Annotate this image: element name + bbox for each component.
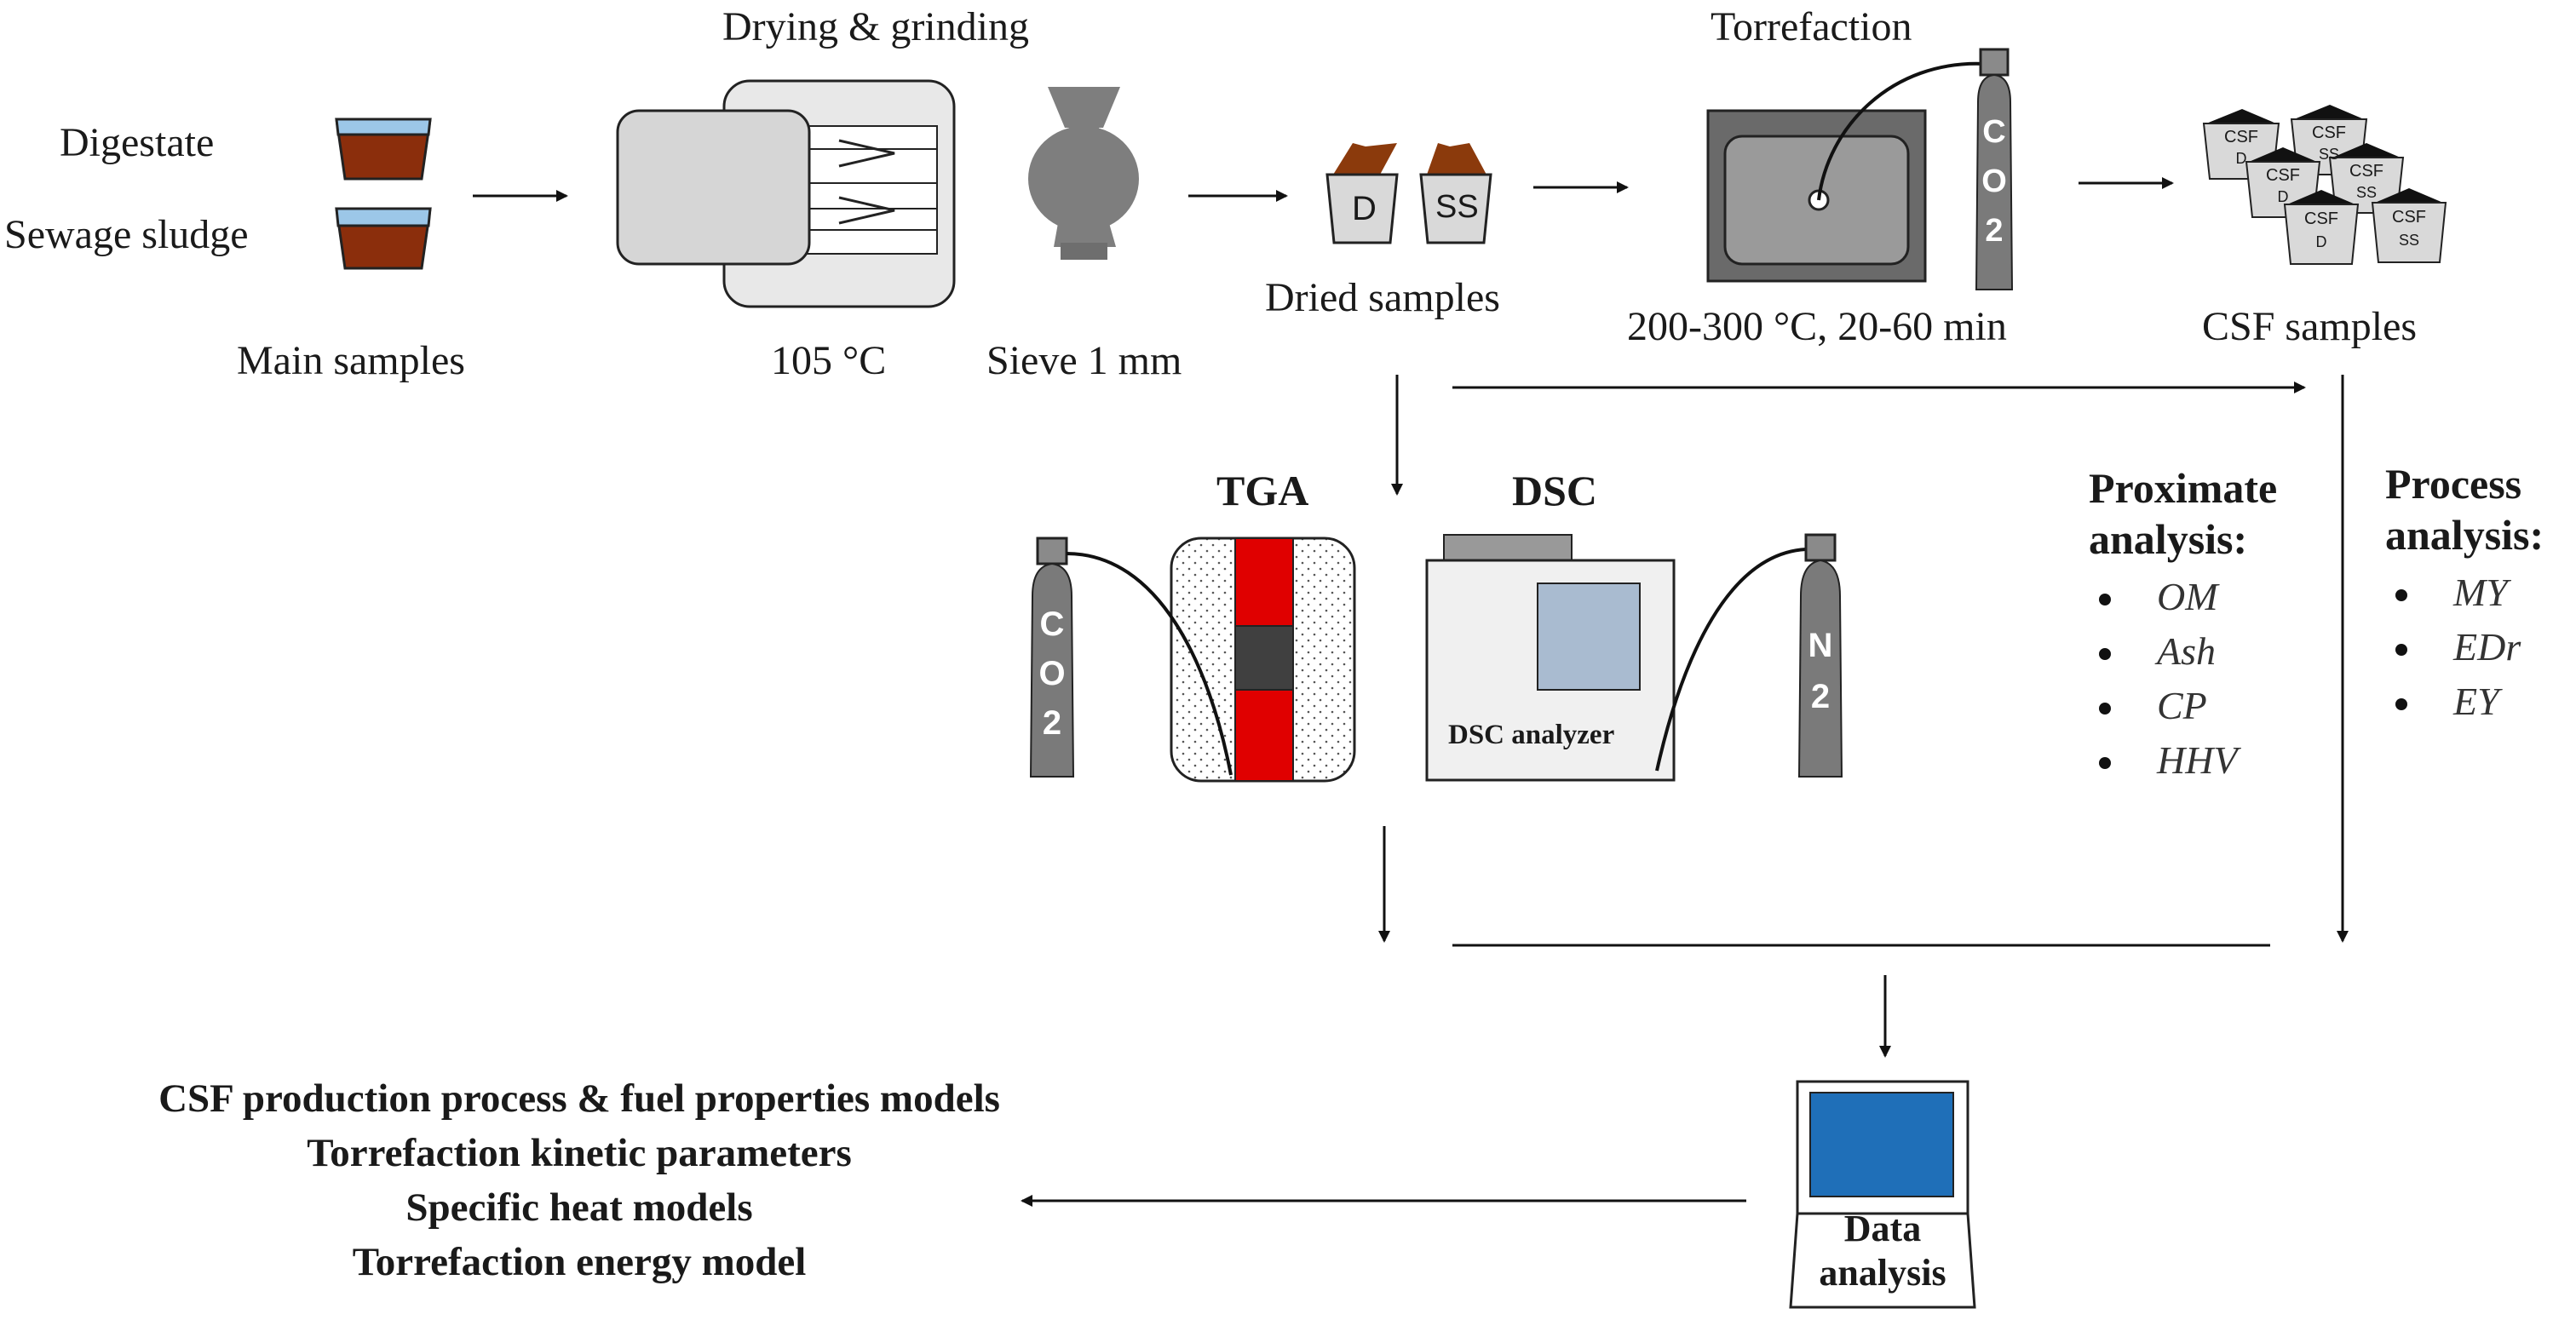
co2-cylinder-torrefaction-icon bbox=[1975, 48, 2014, 290]
tga-gas-2: 2 bbox=[1042, 704, 1062, 742]
csf-box-label: CSF bbox=[2266, 166, 2300, 185]
torrefaction-title: Torrefaction bbox=[1711, 4, 1912, 49]
co2-cylinder-tga-icon bbox=[1029, 537, 1075, 778]
tga-furnace-icon bbox=[1066, 537, 1356, 783]
oven-icon bbox=[616, 79, 956, 308]
grinder-icon bbox=[1028, 87, 1139, 260]
bullet-icon bbox=[2099, 594, 2111, 605]
output-item: Torrefaction energy model bbox=[352, 1240, 807, 1284]
bullet-icon bbox=[2099, 648, 2111, 660]
dried-ss-cup-icon bbox=[1419, 143, 1492, 244]
process-title-1: Process bbox=[2385, 460, 2522, 508]
dsc-title: DSC bbox=[1512, 467, 1598, 514]
dried-d-cup-icon bbox=[1325, 143, 1399, 244]
tga-title: TGA bbox=[1216, 467, 1309, 514]
output-item: Torrefaction kinetic parameters bbox=[307, 1131, 852, 1175]
csf-box-label: CSF bbox=[2392, 208, 2426, 227]
data-analysis-line2: analysis bbox=[1819, 1252, 1946, 1294]
csf-box-label: D bbox=[2235, 150, 2247, 167]
bullet-icon bbox=[2099, 757, 2111, 769]
torrefaction-conditions-label: 200-300 °C, 20-60 min bbox=[1627, 304, 2007, 349]
bullet-icon bbox=[2395, 698, 2407, 710]
sewage-sludge-cup-icon bbox=[335, 207, 432, 270]
dsc-gas-2: 2 bbox=[1810, 678, 1831, 715]
csf-box-label: SS bbox=[2318, 146, 2339, 163]
dried-samples-label: Dried samples bbox=[1265, 275, 1500, 320]
digestate-cup-icon bbox=[335, 118, 432, 181]
main-samples-label: Main samples bbox=[237, 338, 465, 383]
csf-box-label: CSF bbox=[2224, 128, 2258, 146]
process-list: MY EDr EY bbox=[2385, 571, 2521, 734]
outputs-block: CSF production process & fuel properties… bbox=[34, 1071, 1124, 1289]
proximate-item: Ash bbox=[2089, 629, 2238, 684]
csf-box-label: CSF bbox=[2304, 209, 2338, 228]
csf-box-label: SS bbox=[2355, 184, 2377, 201]
bullet-icon bbox=[2395, 644, 2407, 656]
torrefaction-furnace-icon bbox=[1706, 61, 1986, 283]
csf-box-label: SS bbox=[2398, 232, 2419, 249]
data-analysis-line1: Data bbox=[1843, 1208, 1922, 1249]
sieve-label: Sieve 1 mm bbox=[986, 338, 1182, 383]
dsc-gas-n: N bbox=[1808, 627, 1833, 664]
dried-d-label: D bbox=[1352, 190, 1377, 227]
process-item: EY bbox=[2385, 680, 2521, 734]
torrefaction-gas-c: C bbox=[1982, 114, 2006, 150]
drying-grinding-title: Drying & grinding bbox=[722, 4, 1029, 49]
oven-temp-label: 105 °C bbox=[771, 338, 887, 383]
process-title-2: analysis: bbox=[2385, 511, 2544, 559]
dried-ss-label: SS bbox=[1435, 189, 1479, 225]
tga-gas-o: O bbox=[1038, 655, 1066, 692]
csf-box-label: CSF bbox=[2312, 123, 2346, 142]
csf-box-label: CSF bbox=[2349, 162, 2383, 181]
digestate-label: Digestate bbox=[60, 120, 215, 165]
bullet-icon bbox=[2099, 703, 2111, 715]
proximate-item: OM bbox=[2089, 575, 2238, 629]
csf-samples-icon bbox=[2202, 105, 2447, 265]
n2-cylinder-icon bbox=[1797, 533, 1843, 778]
torrefaction-gas-o: O bbox=[1981, 164, 2007, 199]
proximate-title-1: Proximate bbox=[2089, 464, 2278, 512]
process-item: EDr bbox=[2385, 625, 2521, 680]
proximate-list: OM Ash CP HHV bbox=[2089, 575, 2238, 793]
tga-gas-c: C bbox=[1039, 605, 1065, 643]
output-item: CSF production process & fuel properties… bbox=[158, 1076, 1000, 1121]
process-item: MY bbox=[2385, 571, 2521, 625]
proximate-item: CP bbox=[2089, 684, 2238, 738]
csf-box-label: D bbox=[2315, 233, 2327, 250]
proximate-title-2: analysis: bbox=[2089, 515, 2248, 563]
csf-samples-label: CSF samples bbox=[2202, 304, 2418, 349]
computer-icon bbox=[1789, 1080, 1976, 1309]
proximate-item: HHV bbox=[2089, 738, 2238, 793]
dsc-analyzer-label: DSC analyzer bbox=[1448, 720, 1615, 750]
torrefaction-gas-2: 2 bbox=[1985, 213, 2004, 249]
bullet-icon bbox=[2395, 589, 2407, 601]
output-item: Specific heat models bbox=[405, 1185, 753, 1230]
csf-box-label: D bbox=[2277, 188, 2289, 205]
dsc-analyzer-icon bbox=[1425, 534, 1807, 782]
sewage-sludge-label: Sewage sludge bbox=[4, 212, 249, 257]
